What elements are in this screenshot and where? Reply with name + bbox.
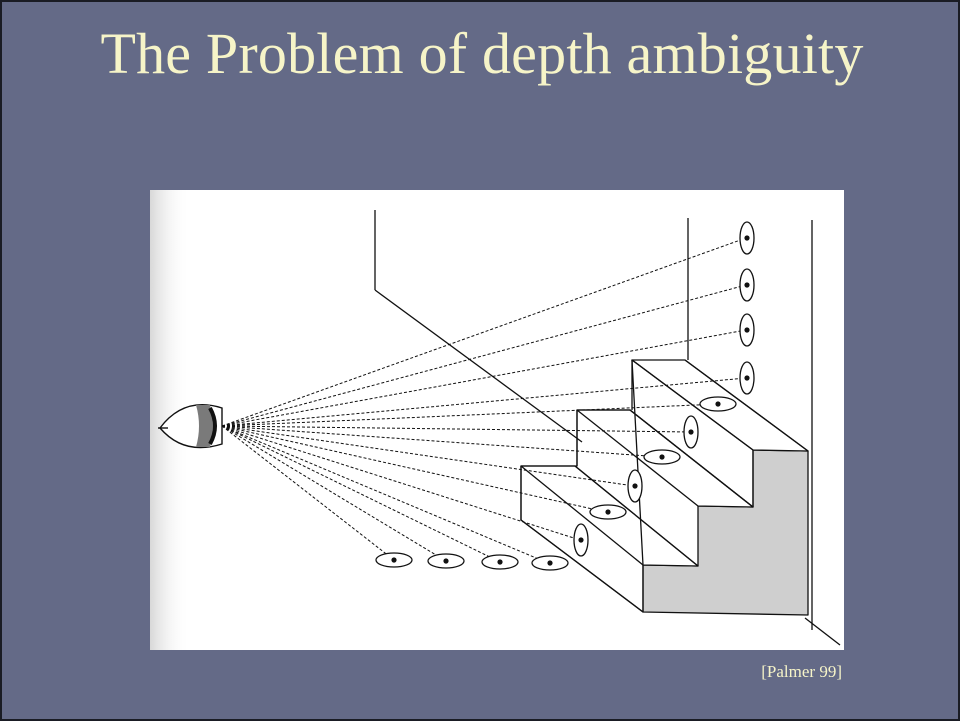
eye-icon <box>158 404 223 449</box>
disc-centers <box>391 235 750 566</box>
depth-ambiguity-figure <box>150 190 844 650</box>
sight-lines <box>221 237 747 564</box>
figure-illustration <box>150 190 841 650</box>
slide-title: The Problem of depth ambiguity <box>100 21 864 86</box>
retinal-disc-icon <box>375 221 755 571</box>
citation: [Palmer 99] <box>761 662 842 681</box>
room-walls <box>374 210 841 646</box>
staircase <box>520 359 809 616</box>
